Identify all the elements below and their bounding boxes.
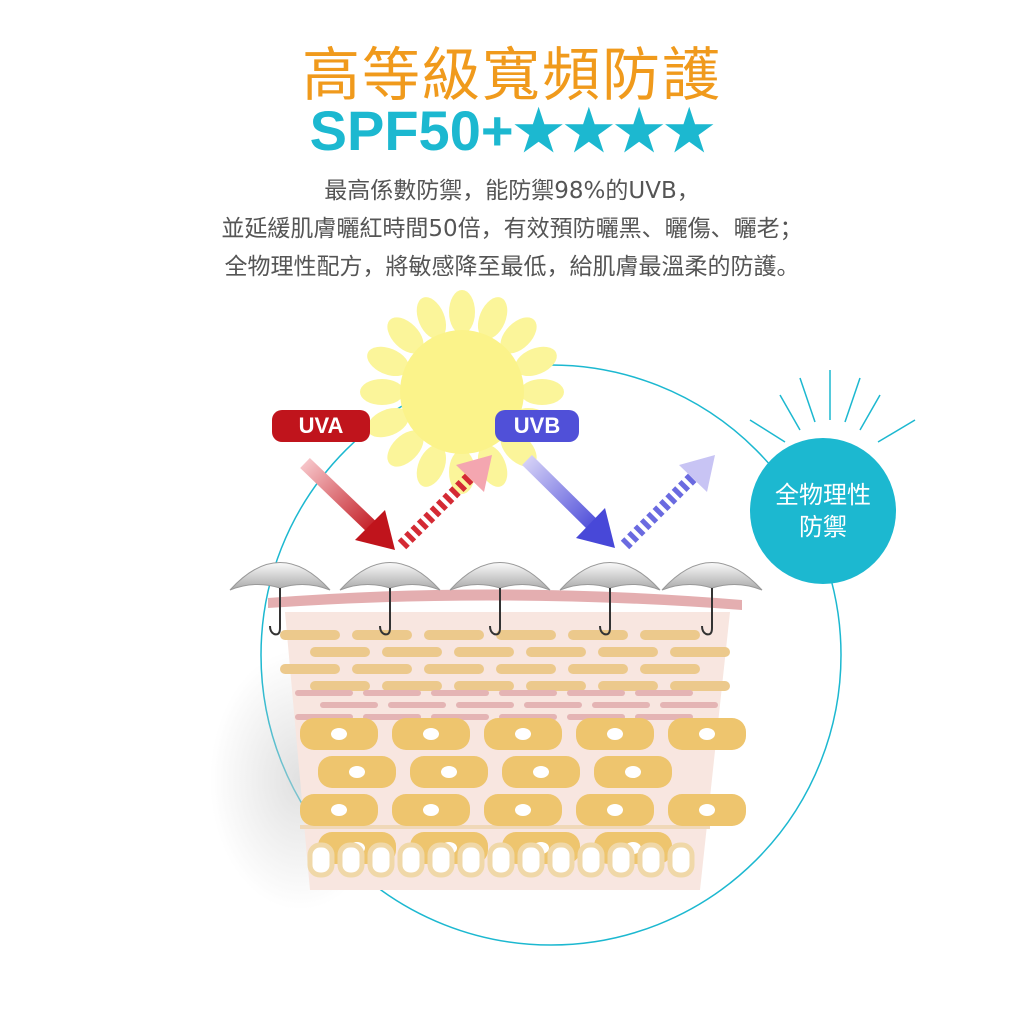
uva-arrow-icon xyxy=(300,457,395,550)
umbrella-icon xyxy=(661,562,763,636)
star-icons: ★★★★ xyxy=(513,99,715,162)
skin-cell xyxy=(668,794,746,826)
uvb-arrow-icon xyxy=(522,455,615,548)
umbrella-icon xyxy=(229,562,331,636)
skin-cell xyxy=(410,756,488,788)
skin-cell xyxy=(300,794,378,826)
description-line-2: 並延緩肌膚曬紅時間50倍，有效預防曬黑、曬傷、曬老； xyxy=(221,216,803,242)
uva-label: UVA xyxy=(272,410,370,442)
uvb-label: UVB xyxy=(495,410,579,442)
description-line-3: 全物理性配方，將敏感降至最低，給肌膚最溫柔的防護。 xyxy=(224,254,800,280)
description-line-1: 最高係數防禦，能防禦98%的UVB， xyxy=(324,178,700,204)
uvb-reflect-arrow-icon xyxy=(620,455,715,550)
description: 最高係數防禦，能防禦98%的UVB， 並延緩肌膚曬紅時間50倍，有效預防曬黑、曬… xyxy=(0,172,1024,286)
skin-cell xyxy=(392,718,470,750)
badge-line-2: 防禦 xyxy=(799,513,847,541)
uva-reflect-arrow-icon xyxy=(397,455,492,550)
skin-layers xyxy=(268,589,746,890)
badge-rays-icon xyxy=(749,370,916,443)
umbrella-icon xyxy=(449,562,551,636)
spf-text: SPF50+ xyxy=(309,99,514,162)
skin-cell xyxy=(392,794,470,826)
badge-line-1: 全物理性 xyxy=(775,481,871,509)
skin-cell xyxy=(484,794,562,826)
spf-rating: SPF50+★★★★ xyxy=(0,98,1024,164)
skin-cell xyxy=(300,718,378,750)
page-title: 高等級寬頻防護 xyxy=(301,41,722,109)
skin-cell xyxy=(502,756,580,788)
physical-defense-badge: 全物理性 防禦 xyxy=(750,438,896,584)
umbrella-icon xyxy=(339,562,441,636)
skin-cell xyxy=(576,794,654,826)
skin-cell xyxy=(576,718,654,750)
skin-cell xyxy=(668,718,746,750)
skin-cell xyxy=(594,756,672,788)
umbrella-icon xyxy=(559,562,661,636)
skin-cell xyxy=(318,756,396,788)
skin-cell xyxy=(484,718,562,750)
